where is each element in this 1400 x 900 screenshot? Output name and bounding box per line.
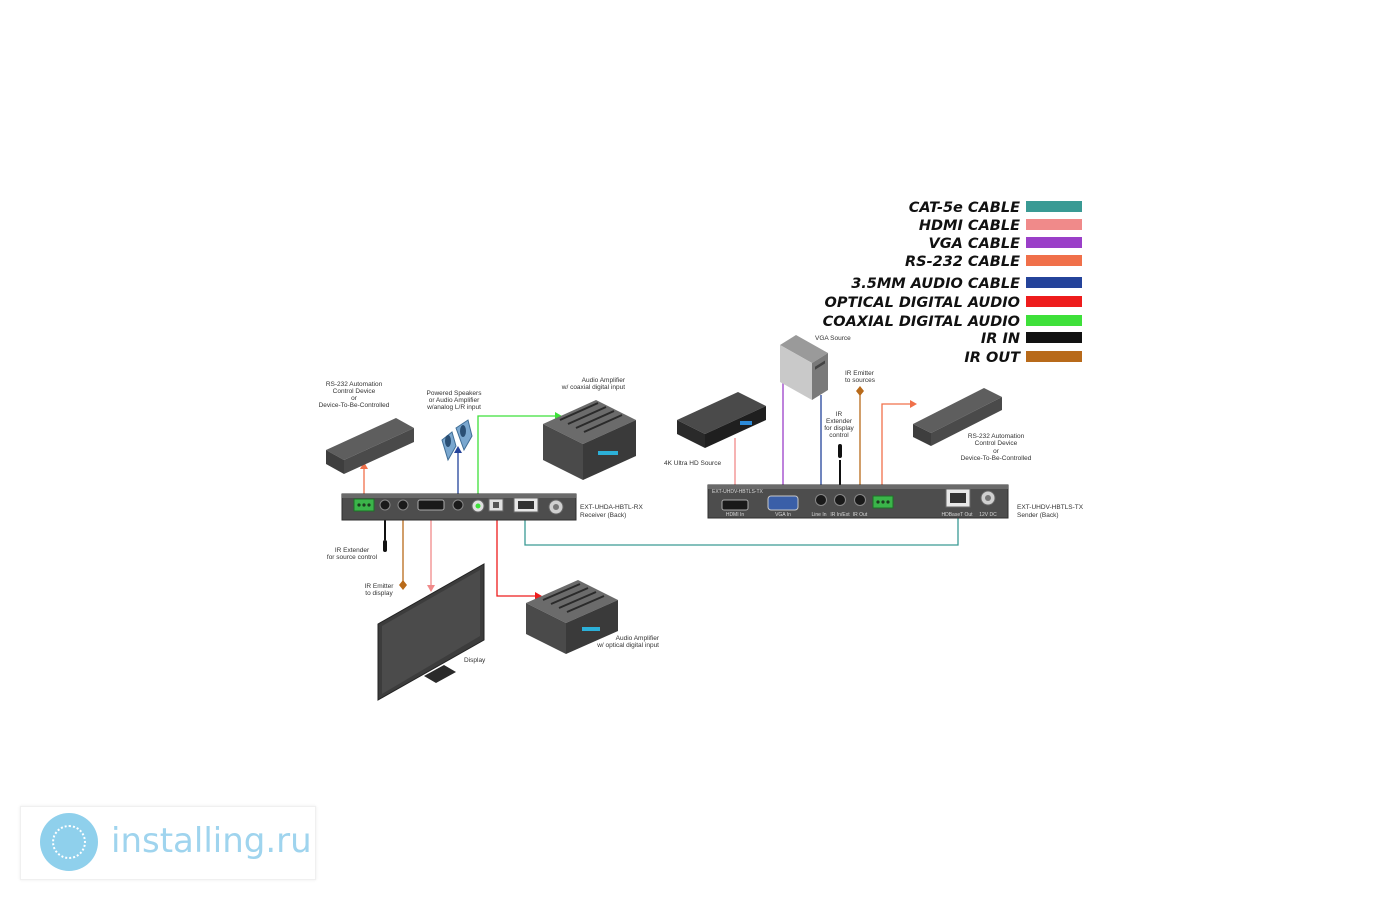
speakers-label-1: Powered Speakers (427, 390, 483, 397)
legend-swatch-8 (1026, 351, 1082, 362)
ir-receiver-rx (383, 540, 387, 552)
amplifier-coaxial (543, 400, 636, 480)
sender-device: EXT-UHDV-HBTLS-TX (707, 484, 1009, 519)
tx-port-labels: HDMI In VGA In Line In IR In/Ext IR Out … (726, 512, 997, 518)
rx-device-label-2: Receiver (Back) (580, 512, 626, 519)
tx-port-hdbaset: HDBaseT Out (941, 512, 973, 518)
rs232-arrow-right (910, 400, 917, 408)
amplifier-optical (526, 580, 618, 654)
powered-speakers (441, 419, 473, 462)
legend-swatch-5 (1026, 296, 1082, 307)
tx-port-hdmi-in: HDMI In (726, 512, 745, 518)
legend-label-5: OPTICAL DIGITAL AUDIO (825, 295, 1021, 311)
audio-out-port-rx (452, 499, 464, 511)
ir-emitter-sources-label-2: to sources (845, 377, 876, 384)
audio-35mm-arrow (454, 446, 462, 453)
rs232-cable-right (881, 403, 911, 493)
ir-ext-display-label-4: control (829, 432, 849, 439)
ir-ext-display-label-2: Extender (826, 418, 853, 425)
legend-label-8: IR OUT (964, 350, 1021, 366)
ir-out-port-tx (854, 494, 866, 506)
ir-emitter-sources-label-1: IR Emitter (845, 370, 875, 377)
legend-swatch-7 (1026, 332, 1082, 343)
tx-device-label-1: EXT-UHDV-HBTLS-TX (1017, 504, 1084, 511)
rs232-device-right (913, 388, 1002, 446)
ir-in-port-rx (379, 499, 391, 511)
rs232-right-label-1: RS-232 Automation (968, 433, 1025, 440)
rs232-right-label-4: Device-To-Be-Controlled (961, 455, 1032, 462)
ir-out-emitter-tx (856, 386, 864, 396)
watermark: installing.ru (20, 806, 316, 880)
speakers-label-3: w/analog L/R input (426, 404, 481, 411)
legend-label-2: VGA CABLE (929, 236, 1021, 252)
rs232-right-label-2: Control Device (975, 440, 1018, 447)
hdmi-arrow-rx (427, 585, 435, 592)
hdmi-port-tx (721, 499, 749, 511)
ir-ext-source-label-1: IR Extender (335, 547, 370, 554)
ir-receiver-tx (838, 444, 842, 458)
legend-swatch-3 (1026, 255, 1082, 266)
legend-label-6: COAXIAL DIGITAL AUDIO (823, 314, 1020, 330)
amp-coax-label-1: Audio Amplifier (582, 377, 626, 384)
tx-port-ir-out: IR Out (853, 512, 868, 518)
amp-coax-label-2: w/ coaxial digital input (561, 384, 625, 391)
ir-in-port-tx (834, 494, 846, 506)
speakers-label-2: or Audio Amplifier (429, 397, 480, 404)
amp-optical-label-2: w/ optical digital input (596, 642, 659, 649)
line-in-port-tx (815, 494, 827, 506)
tx-model-small: EXT-UHDV-HBTLS-TX (712, 489, 764, 495)
tx-port-ir-in: IR In/Ext (830, 512, 850, 518)
legend-swatch-6 (1026, 315, 1082, 326)
rs232-arrow-left (360, 462, 368, 469)
legend-label-3: RS-232 CABLE (905, 254, 1020, 270)
legend-swatch-0 (1026, 201, 1082, 212)
hdmi-port-rx (417, 499, 445, 511)
watermark-logo-icon (40, 813, 98, 871)
rs232-left-label-4: Device-To-Be-Controlled (319, 402, 390, 409)
rs232-device-left (326, 418, 414, 474)
tx-port-line-in: Line In (811, 512, 826, 518)
legend-label-0: CAT-5e CABLE (909, 200, 1020, 216)
vga-source-computer (780, 335, 828, 400)
optical-arrow (535, 592, 542, 600)
legend-label-4: 3.5MM AUDIO CABLE (851, 276, 1020, 292)
cat5e-cable (524, 508, 959, 546)
legend-label-7: IR IN (981, 331, 1020, 347)
legend-swatch-2 (1026, 237, 1082, 248)
vga-source-label: VGA Source (815, 335, 851, 342)
watermark-text: installing.ru (111, 821, 312, 861)
optical-cable (496, 508, 536, 597)
rs232-left-label-1: RS-232 Automation (326, 381, 383, 388)
uhd-source-label: 4K Ultra HD Source (664, 460, 721, 467)
tx-port-vga-in: VGA In (775, 512, 791, 518)
display-label: Display (464, 657, 486, 664)
tx-device-label-2: Sender (Back) (1017, 512, 1059, 519)
ir-emitter-display-label-1: IR Emitter (365, 583, 395, 590)
ir-ext-display-label-3: for display (824, 425, 854, 432)
ir-out-port-rx (397, 499, 409, 511)
ir-ext-display-label-1: IR (836, 411, 843, 418)
cable-legend: CAT-5e CABLE HDMI CABLE VGA CABLE RS-232 CA… (823, 200, 1082, 366)
display (377, 563, 485, 701)
legend-swatch-1 (1026, 219, 1082, 230)
receiver-device (341, 493, 577, 521)
uhd-source-player (677, 392, 766, 448)
coaxial-cable (477, 415, 556, 500)
ir-out-emitter-rx (399, 580, 407, 590)
legend-swatch-4 (1026, 277, 1082, 288)
amp-optical-label-1: Audio Amplifier (616, 635, 660, 642)
rs232-right-label-3: or (993, 448, 1000, 455)
ir-ext-source-label-2: for source control (327, 554, 378, 561)
legend-label-1: HDMI CABLE (919, 218, 1020, 234)
tx-port-12v: 12V DC (979, 512, 997, 518)
rs232-left-label-2: Control Device (333, 388, 376, 395)
ir-emitter-display-label-2: to display (365, 590, 393, 597)
rx-device-label-1: EXT-UHDA-HBTL-RX (580, 504, 644, 511)
rs232-left-label-3: or (351, 395, 358, 402)
vga-port-tx (767, 495, 799, 511)
